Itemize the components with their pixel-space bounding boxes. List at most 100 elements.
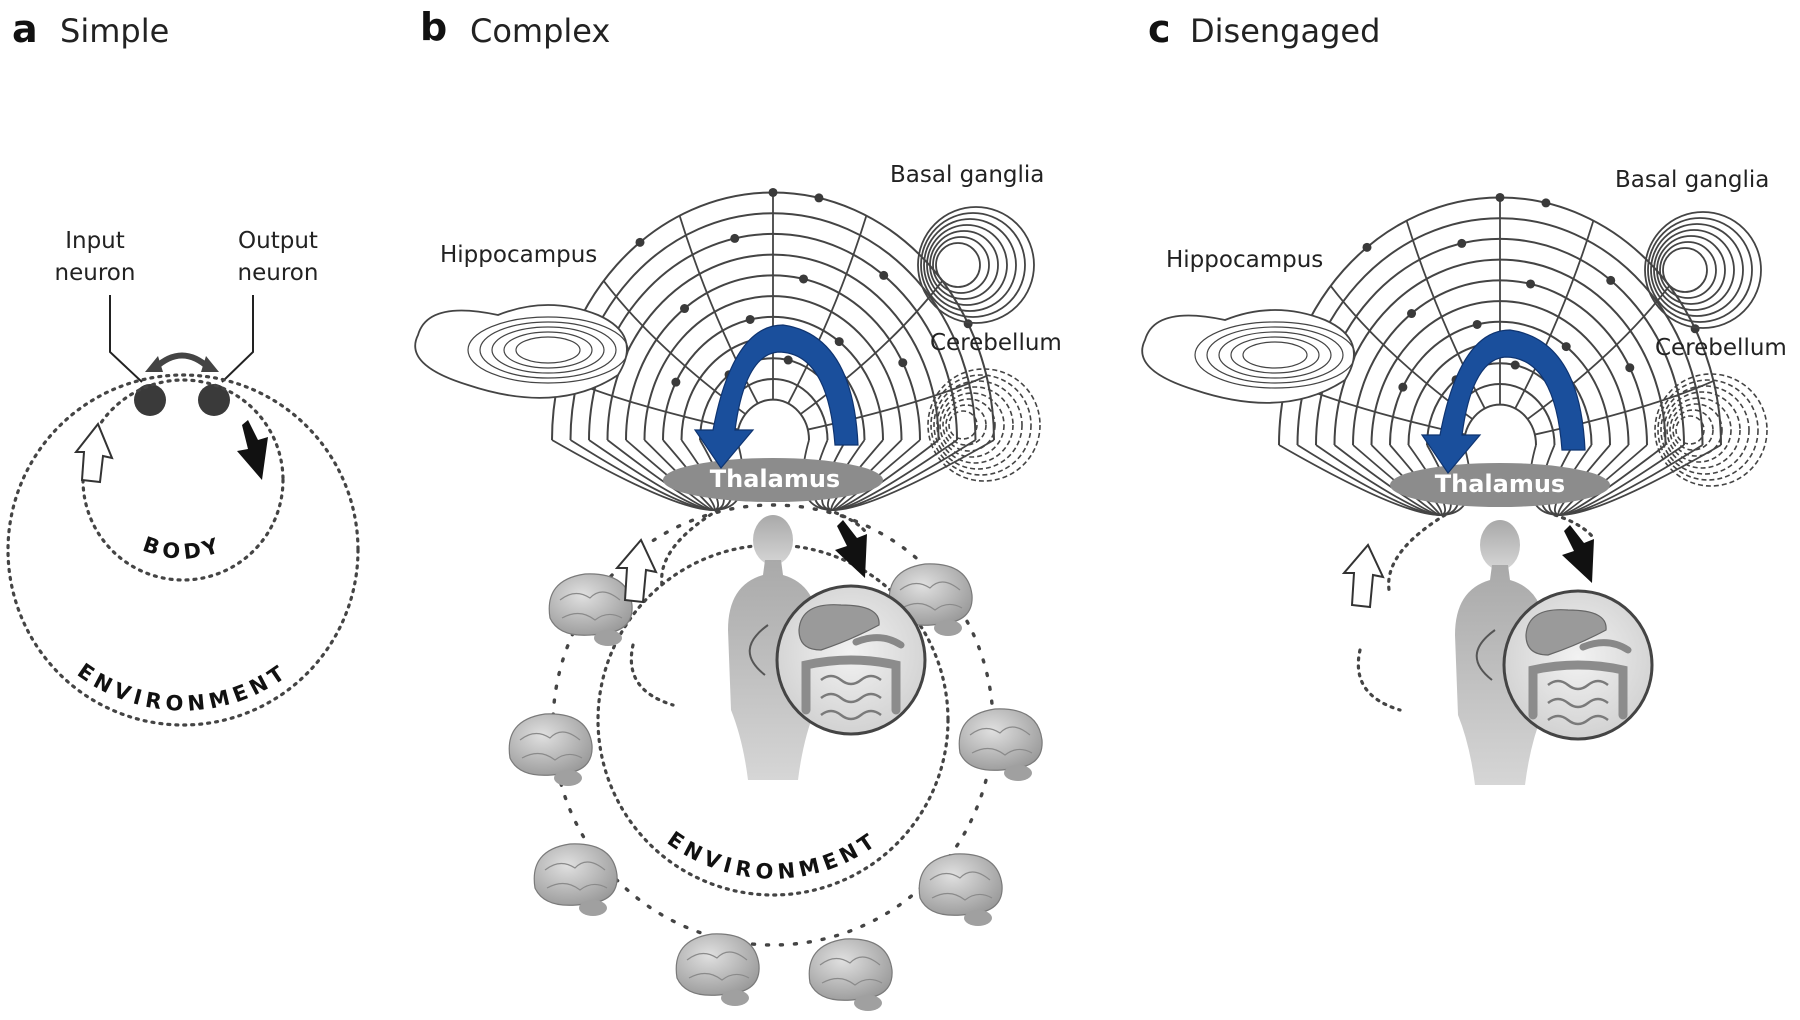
thalamus-label-c: Thalamus — [1435, 470, 1565, 498]
body-outline — [1475, 629, 1496, 681]
cortex-network — [1141, 192, 1768, 516]
network-node — [783, 355, 793, 365]
network-node — [1526, 279, 1536, 289]
solid-arrow-icon — [1562, 525, 1594, 583]
cerebellum-ring — [933, 380, 1023, 470]
network-node — [1690, 324, 1700, 334]
cortical-column — [1527, 285, 1671, 420]
basal-ganglia-label-b: Basal ganglia — [890, 162, 1044, 188]
environment-label-b: ENVIRONMENT — [663, 827, 883, 884]
double-arrow-icon — [145, 352, 219, 372]
cerebellum-ring — [939, 392, 1005, 458]
hippocampus-contour — [1242, 341, 1308, 369]
network-node — [1457, 238, 1467, 248]
network-node — [745, 314, 755, 324]
cortical-column — [1514, 220, 1595, 409]
output-leader-line — [221, 295, 254, 383]
basal-ganglia-ring — [1656, 235, 1726, 305]
organs-inset-icon — [775, 584, 927, 736]
panel-a: a Simple Input neuron Output neuron BODY… — [6, 7, 360, 727]
basal-ganglia-ring — [1647, 217, 1753, 323]
network-node — [1398, 382, 1408, 392]
input-neuron-dot — [134, 384, 166, 416]
cerebellum-ring — [1669, 403, 1723, 457]
basal-ganglia-ring — [923, 218, 1017, 312]
cerebellum-label-c: Cerebellum — [1655, 335, 1787, 361]
social-brains — [508, 563, 1043, 1011]
solid-arrow-icon — [835, 520, 867, 578]
basal-ganglia-ring — [1644, 211, 1762, 329]
hippocampus-contour — [479, 321, 617, 379]
brain-icon — [508, 713, 593, 786]
cerebellum-ring — [1675, 415, 1705, 445]
hippocampus-shape — [414, 304, 628, 399]
human-body-b — [614, 508, 927, 780]
panel-b-title: Complex — [470, 12, 610, 50]
panel-b: b Complex Hippocampus Basal ganglia Cere… — [414, 5, 1062, 1011]
network-node — [898, 358, 908, 368]
cerebellum-ring — [945, 404, 987, 446]
network-node — [814, 193, 824, 203]
hippocampus-contour — [1218, 331, 1332, 379]
cerebellum-ring — [930, 374, 1032, 476]
thalamus-shape — [1390, 463, 1610, 507]
input-neuron-label-2: neuron — [55, 260, 136, 286]
recurrent-loop-arrow — [693, 324, 859, 469]
cerebellum-label-b: Cerebellum — [930, 330, 1062, 356]
brain-icon — [808, 938, 893, 1011]
hollow-arrow-icon — [1341, 543, 1385, 609]
panel-c-letter: c — [1148, 7, 1171, 51]
recurrent-loop-arrow — [1420, 329, 1586, 474]
basal-ganglia-ring — [932, 236, 990, 294]
cortical-column — [800, 280, 944, 415]
body-outline — [748, 624, 769, 676]
basal-ganglia-ring — [920, 212, 1026, 318]
hippocampus-contour — [515, 336, 581, 364]
network-node — [834, 337, 844, 347]
motor-path — [1553, 513, 1597, 542]
brain-icon — [958, 708, 1043, 781]
network-node — [1510, 360, 1520, 370]
panel-a-letter: a — [12, 7, 38, 51]
panel-a-title: Simple — [60, 12, 169, 50]
body-label: BODY — [140, 532, 226, 564]
panel-c-title: Disengaged — [1190, 12, 1380, 50]
hollow-arrow-icon — [614, 538, 658, 604]
network-node — [1561, 342, 1571, 352]
basal-ganglia-ring — [1650, 223, 1744, 317]
network-node — [671, 377, 681, 387]
thalamus-label-b: Thalamus — [710, 465, 840, 493]
basal-ganglia-label-c: Basal ganglia — [1615, 167, 1769, 193]
network-node — [1407, 309, 1417, 319]
hippocampus-label-c: Hippocampus — [1166, 247, 1323, 273]
panel-c: c Disengaged Hippocampus Basal ganglia C… — [1141, 7, 1787, 785]
network-node — [768, 187, 778, 197]
network-node — [1362, 242, 1372, 252]
hippocampus-contour — [491, 326, 605, 374]
cerebellum-ring — [1666, 397, 1732, 463]
network-node — [680, 304, 690, 314]
network-node — [799, 274, 809, 284]
hippocampus-contour — [467, 316, 629, 384]
network-node — [730, 233, 740, 243]
network-node — [1495, 192, 1505, 202]
network-node — [1606, 275, 1616, 285]
basal-ganglia-ring — [917, 206, 1035, 324]
cerebellum-ring — [942, 398, 996, 452]
human-body-c — [1341, 513, 1654, 785]
cerebellum-ring — [1663, 391, 1741, 469]
efferent-path — [1387, 513, 1447, 597]
cerebellum-ring — [927, 368, 1041, 482]
hippocampus-label-b: Hippocampus — [440, 242, 597, 268]
network-node — [635, 237, 645, 247]
hippocampus-contour — [503, 331, 593, 369]
hippocampus-contour — [1230, 336, 1320, 374]
network-node — [963, 319, 973, 329]
cerebellum-ring — [936, 386, 1014, 464]
thalamic-fiber — [832, 439, 995, 511]
cerebellum-ring — [1657, 379, 1759, 481]
cortical-column — [787, 215, 868, 404]
motor-path — [826, 508, 870, 537]
output-neuron-dot — [198, 384, 230, 416]
